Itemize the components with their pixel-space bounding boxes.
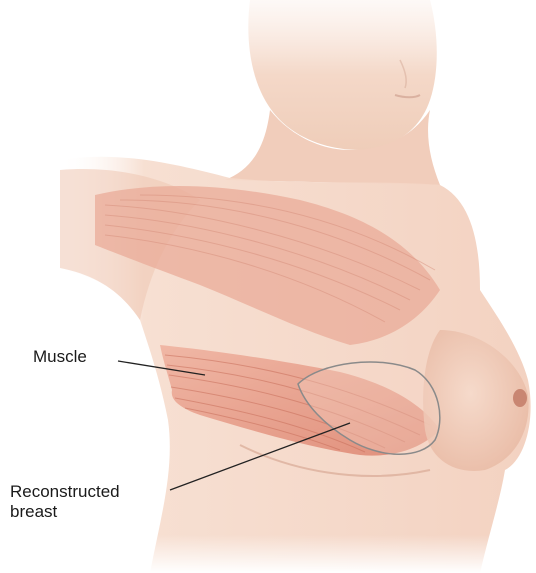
muscle-label: Muscle	[33, 347, 87, 367]
reconstructed-breast-label: Reconstructed breast	[10, 482, 120, 522]
reconstructed-label-line1: Reconstructed	[10, 482, 120, 502]
nipple	[513, 389, 527, 407]
reconstructed-label-line2: breast	[10, 502, 120, 522]
